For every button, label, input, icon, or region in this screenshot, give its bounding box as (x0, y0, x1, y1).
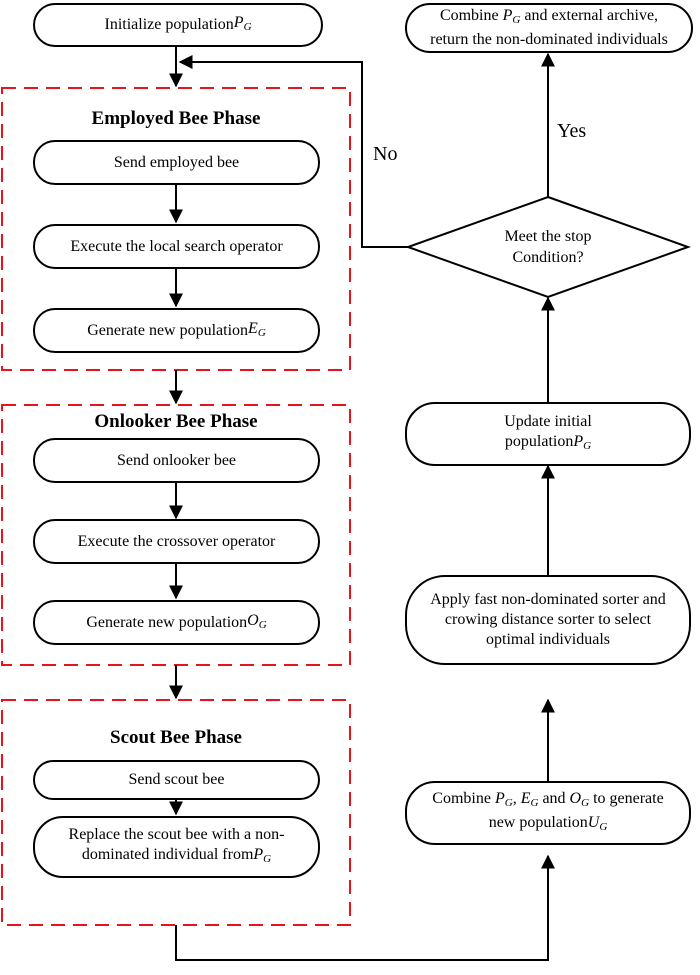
symbol-ug: UG (587, 814, 608, 833)
update-line2: population (504, 433, 574, 450)
combine-pre: Combine (432, 790, 491, 807)
final-line2: return the non-dominated individuals (430, 31, 668, 48)
update-line1: Update initial (504, 413, 592, 430)
combine-line2: new population (488, 814, 588, 831)
final-post: and external archive, (524, 7, 659, 24)
symbol-pg: PG (233, 14, 252, 33)
send-onlooker-node: Send onlooker bee (33, 438, 320, 483)
symbol-eg: EG (248, 319, 266, 339)
symbol-pg: PG (494, 790, 513, 809)
symbol-pg: PG (573, 433, 592, 452)
apply-node: Apply fast non-dominated sorter and crow… (405, 575, 691, 665)
local-search-text: Execute the local search operator (70, 237, 283, 255)
combine-gen-node: Combine PG, EG and OG to generate new po… (405, 781, 691, 845)
symbol-og: OG (247, 611, 267, 631)
arrow-scout-to-combine (175, 854, 555, 961)
employed-phase-title: Employed Bee Phase (91, 108, 261, 129)
apply-line1: Apply fast non-dominated sorter and (430, 591, 666, 608)
stop-line1: Meet the stop (504, 228, 592, 245)
symbol-pg: PG (502, 7, 521, 26)
scout-phase-title: Scout Bee Phase (110, 727, 242, 748)
gen-o-text: Generate new population (86, 613, 248, 631)
stop-condition-text: Meet the stop Condition? (458, 226, 638, 268)
final-pre: Combine (439, 7, 499, 24)
stop-condition-diamond (405, 195, 691, 299)
replace-node: Replace the scout bee with a non- domina… (33, 816, 320, 878)
send-onlooker-text: Send onlooker bee (116, 451, 237, 469)
arrow-stop-no (178, 55, 408, 248)
send-employed-node: Send employed bee (33, 140, 320, 185)
replace-line1: Replace the scout bee with a non- (68, 826, 285, 843)
symbol-og: OG (569, 790, 590, 809)
crossover-node: Execute the crossover operator (33, 519, 320, 564)
stop-line2: Condition? (512, 249, 584, 266)
update-node: Update initial populationPG (405, 402, 691, 466)
replace-line2: dominated individual from (81, 846, 254, 863)
no-label: No (373, 143, 398, 165)
yes-label: Yes (557, 120, 587, 142)
final-node: Combine PG and external archive, return … (405, 3, 693, 53)
send-scout-text: Send scout bee (128, 771, 225, 788)
symbol-pg: PG (253, 846, 272, 865)
send-employed-text: Send employed bee (113, 153, 240, 171)
combine-post: to generate (593, 790, 664, 807)
init-text: Initialize population (104, 16, 234, 33)
symbol-eg: EG (520, 790, 539, 809)
crossover-text: Execute the crossover operator (77, 532, 276, 550)
apply-line2: crowing distance sorter to select (444, 611, 652, 628)
combine-and: and (542, 790, 566, 807)
send-scout-node: Send scout bee (33, 760, 320, 800)
onlooker-phase-title: Onlooker Bee Phase (94, 411, 258, 432)
local-search-node: Execute the local search operator (33, 224, 320, 269)
gen-e-text: Generate new population (87, 321, 249, 339)
apply-line3: optimal individuals (486, 631, 610, 648)
